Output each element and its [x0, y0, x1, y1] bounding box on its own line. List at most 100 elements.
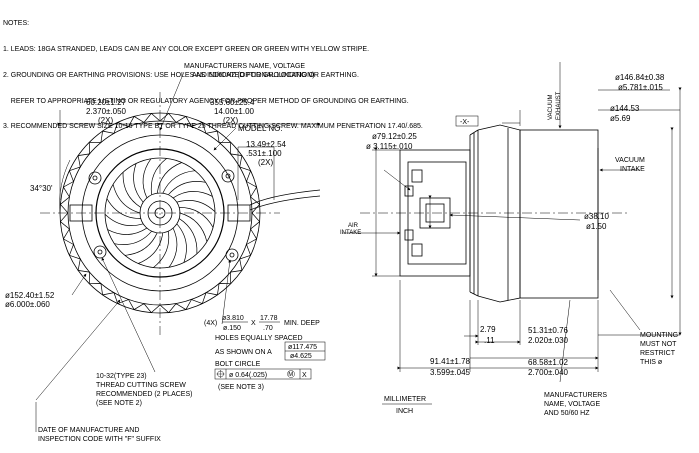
- datum-x-box: [455, 115, 479, 127]
- fan-blade: [122, 172, 141, 208]
- fan-housing: [477, 124, 521, 303]
- dia-outer-in: ø5.781±.015: [618, 83, 663, 92]
- dim-c-mm: 13.49±2.54: [246, 140, 287, 149]
- mfr2-line3: AND 50/60 HZ: [544, 410, 590, 417]
- mfr2-line2: NAME, VOLTAGE: [544, 401, 600, 408]
- fan-blade: [104, 213, 144, 226]
- front-view-text: MANUFACTURERS NAME, VOLTAGE AND 50/60HZ …: [5, 63, 326, 443]
- mounting-note-line3: RESTRICT: [640, 350, 676, 357]
- dim-b-mm: 355.60±25.4: [210, 98, 255, 107]
- fan-blade: [106, 198, 141, 219]
- mfr-label-line2: AND 50/60HZ (OPTIONAL LOCATION): [192, 72, 315, 79]
- date-code-line1: DATE OF MANUFACTURE AND: [38, 427, 139, 434]
- tolerance-value: ø 0.64(.025): [229, 372, 267, 379]
- note-line-3: REFER TO APPROPRIATE LISTING OR REGULATO…: [3, 97, 409, 105]
- fan-blade: [156, 162, 182, 194]
- vacuum-intake-line2: INTAKE: [620, 166, 645, 173]
- unit-inch: INCH: [396, 408, 413, 415]
- fan-blade: [112, 184, 141, 214]
- holes-line3: AS SHOWN ON A: [215, 349, 272, 356]
- see-note-3: (SEE NOTE 3): [218, 384, 264, 391]
- screw-line1: 10-32(TYPE 23): [96, 373, 147, 380]
- tolerance-mmc: M: [288, 372, 293, 378]
- front-view: [35, 71, 321, 401]
- fan-blade: [142, 158, 152, 199]
- mount-hole-br: [225, 248, 239, 262]
- dim-a-qty: (2X): [98, 116, 113, 125]
- holes-qty: (4X): [204, 320, 217, 327]
- screw-line3: RECOMMENDED (2 PLACES): [96, 391, 192, 398]
- date-code-line2: INSPECTION CODE WITH "F" SUFFIX: [38, 436, 161, 443]
- mount-hole-bl: [93, 245, 107, 259]
- fan-blade: [107, 227, 148, 235]
- screw-line4: (SEE NOTE 2): [96, 400, 142, 407]
- holes-dia-in: ø.150: [223, 325, 241, 332]
- vacuum-exhaust-line2: EXHAUST: [556, 91, 562, 120]
- holes-depth-mm: 17.78: [260, 315, 278, 322]
- dim-6858-in: 2.700±.040: [528, 368, 569, 377]
- side-view: [342, 62, 682, 383]
- model-no: MODEL NO.: [238, 124, 283, 133]
- fan-blade: [124, 232, 158, 256]
- dim-5131-mm: 51.31±0.76: [528, 326, 569, 335]
- dim-b-in: 14.00±1.00: [214, 107, 255, 116]
- dia-outer-mm: ø146.84±0.38: [615, 73, 665, 82]
- dim-b-qty: (2X): [223, 116, 238, 125]
- holes-min-deep: MIN. DEEP: [284, 320, 320, 327]
- dia-mid-mm: ø144.53: [610, 104, 640, 113]
- bolt-circle-mm: ø117.475: [288, 344, 317, 351]
- side-view-text: VACUUM EXHAUST -X- ø146.84±0.38 ø5.781±.…: [340, 73, 678, 417]
- fan-blade: [133, 163, 144, 203]
- holes-depth-in: .70: [263, 325, 273, 332]
- mfr2-line1: MANUFACTURERS: [544, 392, 607, 399]
- dia-hub-mm: ø38.10: [584, 212, 609, 221]
- dia-hub-in: ø1.50: [586, 222, 607, 231]
- air-intake-line1: AIR: [348, 223, 359, 229]
- dia-left-mm: ø79.12±0.25: [372, 132, 417, 141]
- dia-left-in: ø 3.115±.010: [366, 142, 413, 151]
- fan-blade: [114, 230, 152, 245]
- fan-blade: [172, 191, 213, 199]
- vacuum-intake-line1: VACUUM: [615, 157, 645, 164]
- mount-hole-right: [221, 169, 235, 183]
- dia-in: ø6.000±.060: [5, 300, 50, 309]
- holes-line4: BOLT CIRCLE: [215, 361, 261, 368]
- dim-9141-mm: 91.41±1.78: [430, 357, 471, 366]
- dim-279-mm: 2.79: [480, 325, 496, 334]
- fan-blade: [150, 158, 167, 195]
- unit-millimeter: MILLIMETER: [384, 396, 426, 403]
- mount-hole-left: [88, 171, 102, 185]
- notes-block: NOTES: 1. LEADS: 18GA STRANDED, LEADS CA…: [3, 3, 423, 141]
- datum-x: -X-: [460, 119, 470, 126]
- notes-heading: NOTES:: [3, 20, 30, 28]
- serrated-edge: [59, 112, 261, 314]
- fan-blade: [179, 207, 214, 228]
- fan-blade: [176, 200, 216, 213]
- fan-blade: [162, 170, 196, 194]
- angle-label: 34°30': [30, 184, 53, 193]
- note-line-1: 1. LEADS: 18GA STRANDED, LEADS CAN BE AN…: [3, 45, 370, 53]
- fan-blade: [168, 227, 178, 268]
- mfr-label-line1: MANUFACTURERS NAME, VOLTAGE: [184, 63, 305, 70]
- dim-279-in: .11: [484, 336, 495, 345]
- fan-blade: [153, 231, 170, 268]
- dim-c-in: .531±.100: [246, 149, 282, 158]
- fan-blade: [179, 218, 198, 254]
- note-line-2: 2. GROUNDING OR EARTHING PROVISIONS: USE…: [3, 71, 359, 79]
- note-line-4: 3. RECOMMENDED SCREW SIZE 10-16 TYPE BT …: [3, 123, 423, 131]
- air-intake-line2: INTAKE: [340, 230, 361, 236]
- fan-blade: [138, 232, 164, 264]
- dim-5131-in: 2.020±.030: [528, 336, 569, 345]
- dim-a-in: 2.370±.050: [86, 107, 127, 116]
- dia-mid-in: ø5.69: [610, 114, 631, 123]
- mounting-note-line4: THIS ø: [640, 359, 663, 366]
- dim-6858-mm: 68.58±1.02: [528, 358, 569, 367]
- dim-c-qty: (2X): [258, 158, 273, 167]
- fan-blade: [176, 223, 187, 263]
- mounting-note-line2: MUST NOT: [640, 341, 677, 348]
- dim-9141-in: 3.599±.045: [430, 368, 471, 377]
- dim-a-mm: 60.20±1.27: [86, 98, 127, 107]
- fan-blade: [179, 212, 208, 242]
- vacuum-exhaust-line1: VACUUM: [548, 94, 554, 120]
